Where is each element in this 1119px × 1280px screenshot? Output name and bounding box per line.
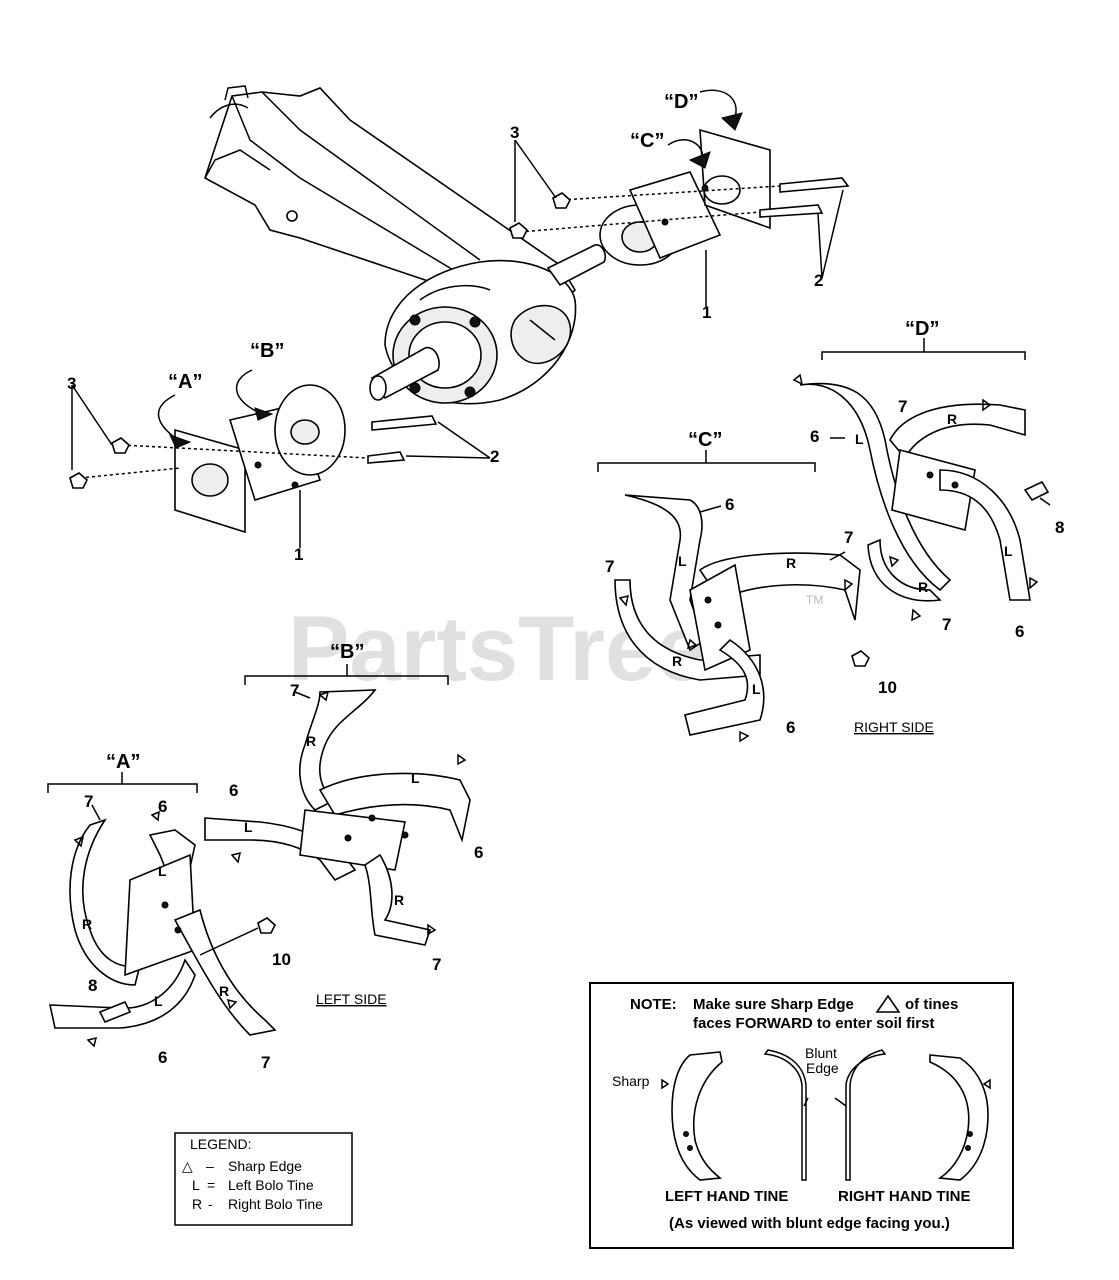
callout-2-left: 2 bbox=[490, 447, 499, 466]
callout-7-d-top: 7 bbox=[898, 397, 907, 416]
label-a-top: “A” bbox=[168, 371, 202, 393]
tine-letter-c-l1: L bbox=[678, 553, 687, 569]
sharp-edge-markers bbox=[73, 373, 1039, 1048]
legend-row-3-separator: - bbox=[208, 1196, 213, 1212]
callout-3-right: 3 bbox=[510, 123, 519, 142]
note-left-hand-tine: LEFT HAND TINE bbox=[665, 1188, 788, 1205]
legend-row-3-text: Right Bolo Tine bbox=[228, 1196, 323, 1212]
legend-row-2-text: Left Bolo Tine bbox=[228, 1177, 314, 1193]
legend-row-1-text: Sharp Edge bbox=[228, 1158, 302, 1174]
callout-7-c-left: 7 bbox=[605, 557, 614, 576]
group-labels: “D” “C” “A” “B” “D” “C” “B” “A” bbox=[106, 91, 939, 773]
note-prefix: NOTE: bbox=[630, 996, 677, 1013]
legend-row-2-symbol: L bbox=[192, 1177, 200, 1193]
callout-1-right: 1 bbox=[702, 303, 711, 322]
tine-letter-c-r2: R bbox=[672, 653, 682, 669]
callout-6-d-left: 6 bbox=[810, 427, 819, 446]
callout-7-c-right: 7 bbox=[844, 528, 853, 547]
legend-row-2-separator: = bbox=[207, 1177, 215, 1193]
tine-letter-a-r1: R bbox=[82, 916, 92, 932]
callout-10-left: 10 bbox=[272, 950, 291, 969]
note-sharp-edge-triangle bbox=[875, 994, 901, 1013]
legend-row-1-symbol: △ bbox=[182, 1158, 193, 1174]
tine-letter-c-r1: R bbox=[786, 555, 796, 571]
callout-6-b-right: 6 bbox=[474, 843, 483, 862]
note-viewed: (As viewed with blunt edge facing you.) bbox=[669, 1215, 950, 1232]
left-side-label: LEFT SIDE bbox=[316, 991, 387, 1007]
callout-6-a-top: 6 bbox=[158, 797, 167, 816]
callout-6-b-left: 6 bbox=[229, 781, 238, 800]
callout-8-left: 8 bbox=[88, 976, 97, 995]
label-a-group: “A” bbox=[106, 751, 140, 773]
legend-box: LEGEND: △ – Sharp Edge L = Left Bolo Tin… bbox=[174, 1132, 353, 1226]
callout-7-a-top: 7 bbox=[84, 792, 93, 811]
callout-6-c-top: 6 bbox=[725, 495, 734, 514]
callout-6-a-bottom: 6 bbox=[158, 1048, 167, 1067]
callout-7-d-bottom: 7 bbox=[942, 615, 951, 634]
legend-row-1-separator: – bbox=[206, 1158, 214, 1174]
note-right-hand-tine: RIGHT HAND TINE bbox=[838, 1188, 971, 1205]
tine-letter-a-l1: L bbox=[158, 863, 167, 879]
tine-letter-d-l1: L bbox=[855, 431, 864, 447]
tine-letter-b-r2: R bbox=[394, 892, 404, 908]
right-side-tines bbox=[597, 338, 1050, 736]
label-c-group: “C” bbox=[688, 429, 722, 451]
tine-letter-b-l1: L bbox=[411, 770, 420, 786]
note-sharp-label: Sharp bbox=[612, 1073, 650, 1089]
transmission-housing bbox=[204, 85, 607, 405]
watermark-trademark: TM bbox=[806, 593, 823, 607]
note-line1-before: Make sure Sharp Edge bbox=[693, 996, 854, 1013]
right-hub-assembly bbox=[509, 128, 850, 266]
label-c-top: “C” bbox=[630, 130, 664, 152]
tine-letter-d-r2: R bbox=[918, 579, 928, 595]
rotation-arrows bbox=[157, 89, 743, 449]
note-line2: faces FORWARD to enter soil first bbox=[693, 1015, 934, 1032]
leader-lines bbox=[71, 139, 1051, 821]
callout-2-right: 2 bbox=[814, 271, 823, 290]
legend-row-3-symbol: R bbox=[192, 1196, 202, 1212]
tine-letter-a-r2: R bbox=[219, 983, 229, 999]
tine-letter-d-l2: L bbox=[1004, 543, 1013, 559]
right-side-label: RIGHT SIDE bbox=[854, 719, 934, 735]
label-d-top: “D” bbox=[664, 91, 698, 113]
note-edge-label: Edge bbox=[806, 1060, 839, 1076]
callout-7-b-top: 7 bbox=[290, 681, 299, 700]
note-box: NOTE: Make sure Sharp Edge of tines face… bbox=[589, 982, 1014, 1249]
callout-7-b-bottom: 7 bbox=[432, 955, 441, 974]
legend-title: LEGEND: bbox=[190, 1136, 251, 1152]
callout-3-left: 3 bbox=[67, 374, 76, 393]
label-d-group: “D” bbox=[905, 318, 939, 340]
tine-letter-c-l2: L bbox=[752, 681, 761, 697]
tine-letter-a-l2: L bbox=[154, 993, 163, 1009]
callout-6-c-bottom: 6 bbox=[786, 718, 795, 737]
tine-letter-b-l2: L bbox=[244, 819, 253, 835]
label-b-group: “B” bbox=[330, 641, 364, 663]
callout-1-left: 1 bbox=[294, 545, 303, 564]
left-hub-assembly bbox=[69, 384, 438, 534]
note-blunt-label: Blunt bbox=[805, 1045, 837, 1061]
tine-letters: L R L R L R R L R L L R L R R L bbox=[82, 411, 1013, 1009]
tine-letter-d-r1: R bbox=[947, 411, 957, 427]
note-line1-after: of tines bbox=[905, 996, 958, 1013]
callout-numbers: 3 2 1 3 2 1 7 6 8 7 6 10 6 7 7 6 7 6 6 7… bbox=[67, 123, 1064, 1072]
callout-8-right: 8 bbox=[1055, 518, 1064, 537]
callout-7-a-bottom: 7 bbox=[261, 1053, 270, 1072]
label-b-top: “B” bbox=[250, 340, 284, 362]
tine-letter-b-r1: R bbox=[306, 733, 316, 749]
callout-10-right: 10 bbox=[878, 678, 897, 697]
callout-6-d-bottom: 6 bbox=[1015, 622, 1024, 641]
left-side-tines bbox=[47, 664, 471, 1036]
